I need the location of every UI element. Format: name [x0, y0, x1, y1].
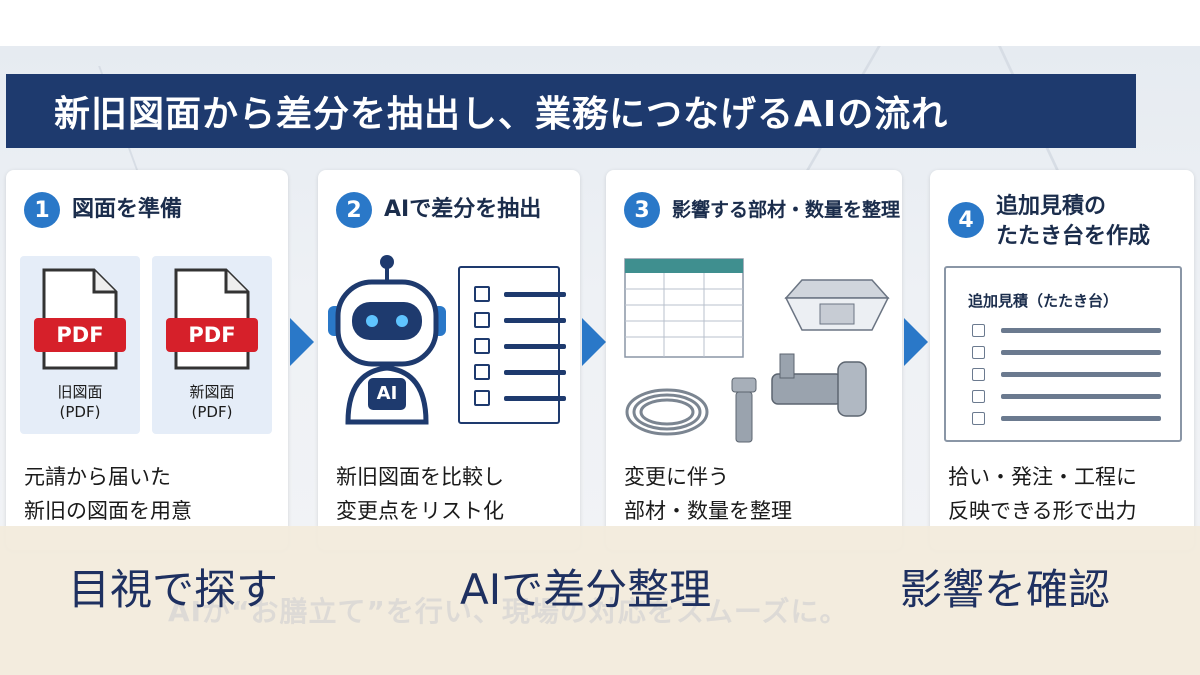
estimate-sheet-icon: 追加見積（たたき台）: [944, 266, 1182, 442]
pipe-fitting-icon: [731, 377, 757, 443]
step-header: 1 図面を準備: [24, 192, 182, 228]
step-header: 3 影響する部材・数量を整理: [624, 192, 900, 228]
checklist-icon: [458, 266, 566, 424]
step-description: 新旧図面を比較し 変更点をリスト化: [336, 465, 504, 523]
step-number: 2: [336, 192, 372, 228]
pdf-file-icon: [166, 268, 258, 370]
step-number: 1: [24, 192, 60, 228]
estimate-sheet-title: 追加見積（たたき台）: [968, 292, 1119, 310]
step-description: 拾い・発注・工程に 反映できる形で出力: [948, 465, 1137, 523]
diagram-title-text: 新旧図面から差分を抽出し、業務につなげるAIの流れ: [54, 94, 949, 135]
coiled-pipe-icon: [625, 388, 709, 436]
step-description: 変更に伴う 部材・数量を整理: [624, 465, 792, 523]
pdf-file-icon: [34, 268, 126, 370]
step-title: AIで差分を抽出: [384, 197, 542, 222]
step-header: 4 追加見積の たたき台を作成: [948, 192, 1150, 252]
step-number: 4: [948, 202, 984, 238]
faded-caption: AIが“お膳立て”を行い、現場の対応をスムーズに。: [168, 595, 849, 628]
new-drawing-file: PDF 新図面 (PDF): [152, 256, 272, 434]
step-card-1: 1 図面を準備 PDF 旧図面 (PDF) PDF 新図面 (PDF) 元請から…: [6, 170, 288, 550]
step-description: 元請から届いた 新旧の図面を用意: [24, 465, 192, 523]
arrow-right-icon: [290, 318, 314, 366]
step-title: 図面を準備: [72, 197, 183, 222]
caption-ai-diff: AIで差分整理: [460, 565, 712, 614]
old-drawing-file: PDF 旧図面 (PDF): [20, 256, 140, 434]
pdf-badge: PDF: [188, 323, 236, 347]
pdf-badge: PDF: [56, 323, 104, 347]
arrow-right-icon: [582, 318, 606, 366]
file-label: 旧図面 (PDF): [57, 383, 103, 421]
step-title: 追加見積の たたき台を作成: [996, 194, 1151, 249]
step-header: 2 AIで差分を抽出: [336, 192, 541, 228]
step-card-4: 4 追加見積の たたき台を作成 追加見積（たたき台） 拾い・発注・工程に 反映で…: [930, 170, 1194, 550]
robot-ai-badge: AI: [376, 383, 398, 404]
spreadsheet-icon: [624, 258, 744, 358]
arrow-right-icon: [904, 318, 928, 366]
ceiling-unit-icon: [784, 279, 890, 331]
step-card-2: 2 AIで差分を抽出 AI 新旧図面を比較し 変更点をリスト化: [318, 170, 580, 550]
valve-icon: [771, 353, 867, 417]
step-card-3: 3 影響する部材・数量を整理 変更に伴う 部材・数量を整理: [606, 170, 902, 550]
caption-impact-check: 影響を確認: [900, 565, 1111, 614]
robot-icon: [328, 255, 446, 425]
step-title: 影響する部材・数量を整理: [672, 199, 901, 221]
caption-visual-search: 目視で探す: [68, 565, 279, 614]
diagram-title: 新旧図面から差分を抽出し、業務につなげるAIの流れ: [6, 74, 1136, 148]
caption-band: [0, 526, 1200, 675]
step-number: 3: [624, 192, 660, 228]
file-label: 新図面 (PDF): [189, 383, 235, 421]
